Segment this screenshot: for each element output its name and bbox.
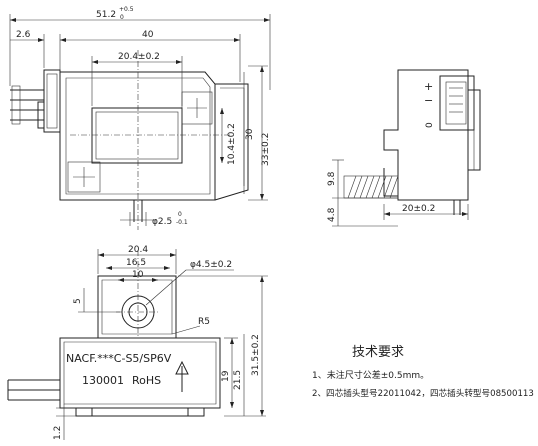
dim-window-height: 10.4±0.2	[227, 123, 237, 165]
dim-window-width: 20.4±0.2	[118, 52, 160, 62]
side-view: + − 0 9.8 4.8 20±0.2	[327, 69, 481, 227]
dim-height-21-5: 21.5	[233, 370, 243, 390]
dim-20: 20±0.2	[402, 204, 435, 214]
tech-note-1: 1、未注尺寸公差±0.5mm。	[312, 369, 429, 381]
front-label-line2: 130001	[82, 374, 124, 387]
dim-body-width: 40	[142, 30, 154, 40]
dim-9-8: 9.8	[327, 171, 337, 186]
dim-pin-tol-upper: 0	[178, 211, 182, 218]
dim-4-8: 4.8	[327, 207, 337, 222]
dim-front-width-10: 10	[132, 270, 144, 280]
front-label-line1: NACF.***C-S5/SP6V	[66, 352, 172, 365]
dim-overall-width-tol-upper: +0.5	[119, 6, 134, 13]
dim-1-2: 1.2	[53, 426, 63, 440]
dim-height-30: 30	[245, 128, 255, 140]
dim-overall-width-tol-lower: 0	[120, 14, 124, 21]
dim-left-offset: 2.6	[16, 30, 31, 40]
dim-height-33: 33±0.2	[261, 133, 271, 166]
tech-note-2: 2、四芯插头型号22011042，四芯插头转型号08500113	[312, 387, 534, 399]
dim-height-19: 19	[221, 370, 231, 382]
tech-requirements: 技术要求 1、未注尺寸公差±0.5mm。 2、四芯插头型号22011042，四芯…	[312, 345, 534, 399]
side-plus-sign: +	[424, 80, 433, 93]
tech-requirements-title: 技术要求	[352, 345, 404, 360]
dim-pin-tol-lower: -0.1	[176, 219, 188, 226]
dim-overall-width: 51.2	[96, 10, 116, 20]
dim-height-31-5: 31.5±0.2	[251, 334, 261, 376]
front-view: NACF.***C-S5/SP6V 130001 RoHS 20.4 16.5 …	[7, 245, 268, 440]
side-zero-label: 0	[425, 122, 435, 128]
top-view: 51.2 +0.5 0 2.6 40 20.4±0.2 10.4±0.2 30 …	[9, 6, 271, 230]
dim-pin-diameter: φ2.5	[152, 217, 172, 227]
dim-radius: R5	[198, 317, 210, 327]
dim-hole-diameter: φ4.5±0.2	[190, 260, 232, 270]
front-label-rohs: RoHS	[132, 374, 161, 387]
dim-front-width-20-4: 20.4	[128, 245, 148, 255]
dim-front-width-16-5: 16.5	[126, 258, 146, 268]
side-minus-sign: −	[424, 94, 433, 107]
dim-5: 5	[73, 298, 83, 304]
